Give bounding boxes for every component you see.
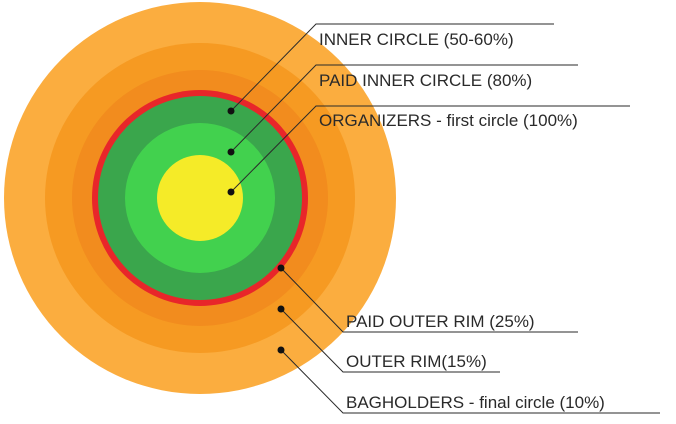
inner-circle-leader-line <box>230 23 554 112</box>
organizers-label: ORGANIZERS - first circle (100%) <box>319 111 578 130</box>
inner-circle-marker-dot <box>227 107 235 115</box>
outer-rim-label: OUTER RIM(15%) <box>346 352 487 371</box>
organizers-circle <box>157 155 243 241</box>
bagholders-leader-line <box>280 349 660 414</box>
organizers-marker-dot <box>227 188 235 196</box>
outer-rim-leader-line <box>280 308 500 373</box>
outer-rim-marker-dot <box>277 305 285 313</box>
paid-inner-circle-label: PAID INNER CIRCLE (80%) <box>319 71 532 90</box>
paid-outer-rim-marker-dot <box>277 264 285 272</box>
paid-outer-rim-leader-line <box>280 267 578 333</box>
organizers-leader-line <box>230 105 630 193</box>
paid-outer-rim-label: PAID OUTER RIM (25%) <box>346 312 535 331</box>
inner-circle-label: INNER CIRCLE (50-60%) <box>319 30 514 49</box>
bagholders-label: BAGHOLDERS - final circle (10%) <box>346 393 605 412</box>
bagholders-marker-dot <box>277 346 285 354</box>
paid-inner-circle-leader-line <box>230 64 578 153</box>
paid-inner-circle-marker-dot <box>227 148 235 156</box>
